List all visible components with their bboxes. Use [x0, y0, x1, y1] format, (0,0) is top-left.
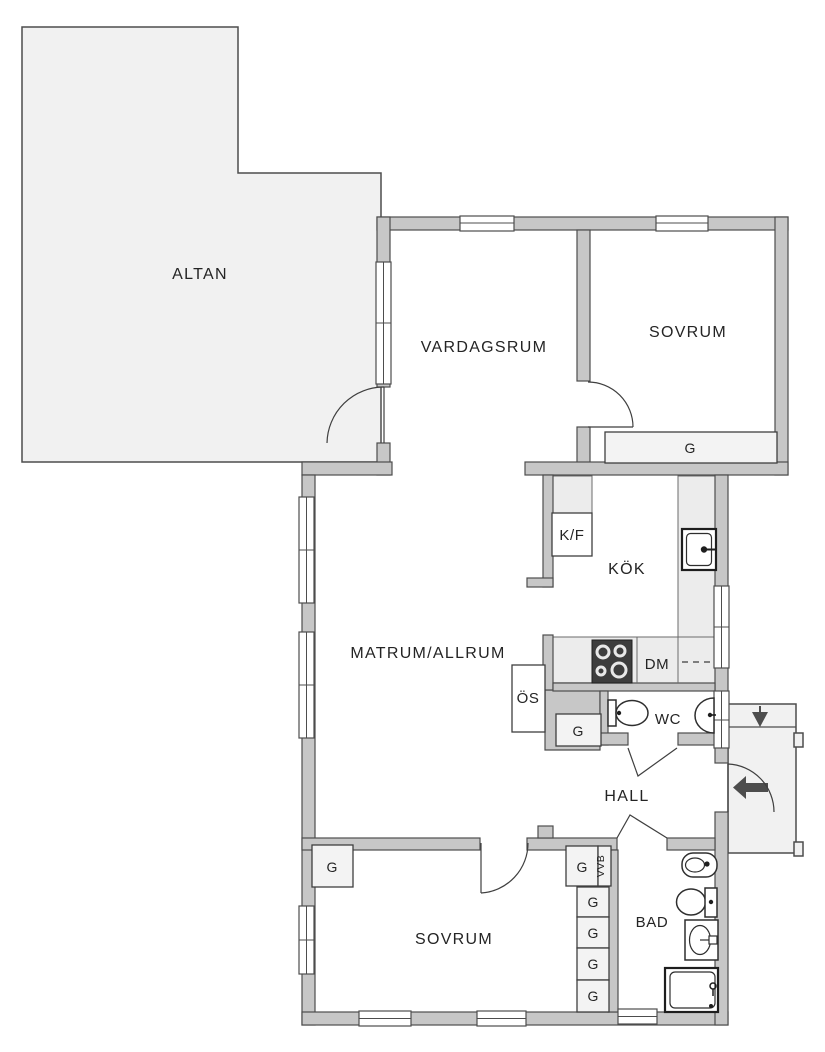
- wc-toilet-icon: [607, 699, 649, 727]
- kitchen: K/F DM: [551, 512, 718, 684]
- stove-icon: [591, 639, 633, 684]
- wall-kok-foot: [526, 577, 554, 588]
- fireplace-box: [511, 664, 546, 733]
- sovrum-upper-label: SOVRUM: [649, 324, 727, 341]
- matrum-label: MATRUM/ALLRUM: [350, 645, 505, 662]
- kitchen-sink-icon: [680, 527, 718, 572]
- door-wc-folding: [627, 747, 678, 777]
- porch-tab-top: [793, 732, 804, 748]
- windows: [298, 215, 730, 1027]
- closets: G G G G VVB G G G G: [311, 431, 778, 1013]
- window-sovrum-lower-west-icon: [298, 905, 315, 975]
- closet-label: G: [588, 925, 599, 941]
- fireplace-label: ÖS: [517, 689, 540, 707]
- window-vardagsrum-top-icon: [459, 215, 515, 232]
- altan-label: ALTAN: [172, 266, 228, 283]
- wall-hall-south-c: [666, 837, 716, 851]
- door-sovrum-lower: [480, 842, 529, 894]
- dishwasher-label: DM: [645, 656, 670, 673]
- bidet-icon: [681, 852, 718, 878]
- entrance-arrow-icon: [733, 776, 768, 799]
- door-entry: [727, 763, 775, 813]
- window-bad-bottom-icon: [617, 1008, 658, 1025]
- porch-area: [727, 703, 797, 854]
- wall-hall-stub: [537, 825, 554, 839]
- window-sovrum-top-icon: [655, 215, 709, 232]
- porch-tab-bottom: [793, 841, 804, 857]
- bad-fixtures: [663, 852, 720, 1014]
- window-matrum-west-b-icon: [298, 631, 315, 739]
- bad-label: BAD: [636, 914, 669, 931]
- terrace-area: [21, 26, 382, 463]
- window-matrum-west-a-icon: [298, 496, 315, 604]
- closet-label: G: [327, 859, 338, 875]
- kitchen-counter-top: [551, 475, 593, 514]
- closet-label: G: [588, 956, 599, 972]
- wall-wc-south-a: [599, 732, 629, 746]
- door-bad-folding: [616, 814, 668, 839]
- wall-wc-south-b: [677, 732, 716, 746]
- sovrum-lower-label: SOVRUM: [415, 931, 493, 948]
- window-kok-east-icon: [713, 585, 730, 669]
- closet-sovrum-upper: [604, 431, 778, 464]
- kitchen-counter-bottom: [552, 636, 716, 684]
- window-wc-east-icon: [713, 690, 730, 749]
- kok-label: KÖK: [608, 560, 646, 578]
- door-vardagsrum-sovrum: [587, 381, 634, 428]
- closet-label: G: [685, 440, 696, 456]
- window-sovrum-lower-bottom-b-icon: [476, 1010, 527, 1027]
- closet-label: G: [588, 894, 599, 910]
- closet-sovrum-lower: [311, 844, 354, 888]
- hall-label: HALL: [604, 788, 649, 805]
- window-vardagsrum-west-icon: [375, 261, 392, 385]
- shower-icon: [663, 966, 720, 1014]
- closet-water-heater: [597, 845, 612, 887]
- window-sovrum-lower-bottom-a-icon: [358, 1010, 412, 1027]
- door-balcony: [326, 386, 385, 444]
- closet-stack-4: [576, 979, 610, 1013]
- stairs-down-arrow-icon: [752, 706, 768, 727]
- entry-porch: [727, 703, 804, 857]
- closet-matrum: [555, 713, 602, 747]
- wall-mid-left: [301, 461, 393, 476]
- wc-sink-icon: [694, 697, 716, 734]
- bad-toilet-icon: [675, 887, 718, 918]
- water-heater-label: VVB: [595, 855, 607, 878]
- closet-label: G: [573, 723, 584, 739]
- closet-label: G: [588, 988, 599, 1004]
- closet-label: G: [577, 859, 588, 875]
- closet-stack-2: [576, 916, 610, 949]
- wc-fixtures: [607, 697, 716, 734]
- wall-divider-stub: [576, 426, 591, 464]
- wall-divider-vardagsrum-sovrum: [576, 229, 591, 382]
- closet-stack-1: [576, 886, 610, 918]
- doors: [326, 381, 775, 894]
- wall-kok-stub: [542, 634, 554, 691]
- wc-label: WC: [655, 711, 681, 728]
- wall-wc-north: [552, 682, 716, 692]
- fridge-freezer-box: [551, 512, 593, 557]
- wall-top: [376, 216, 789, 231]
- bad-washbasin-icon: [684, 919, 719, 961]
- vardagsrum-label: VARDAGSRUM: [421, 339, 548, 356]
- wall-mid-right: [524, 461, 789, 476]
- fridge-freezer-label: K/F: [559, 527, 584, 544]
- closet-stack-3: [576, 947, 610, 981]
